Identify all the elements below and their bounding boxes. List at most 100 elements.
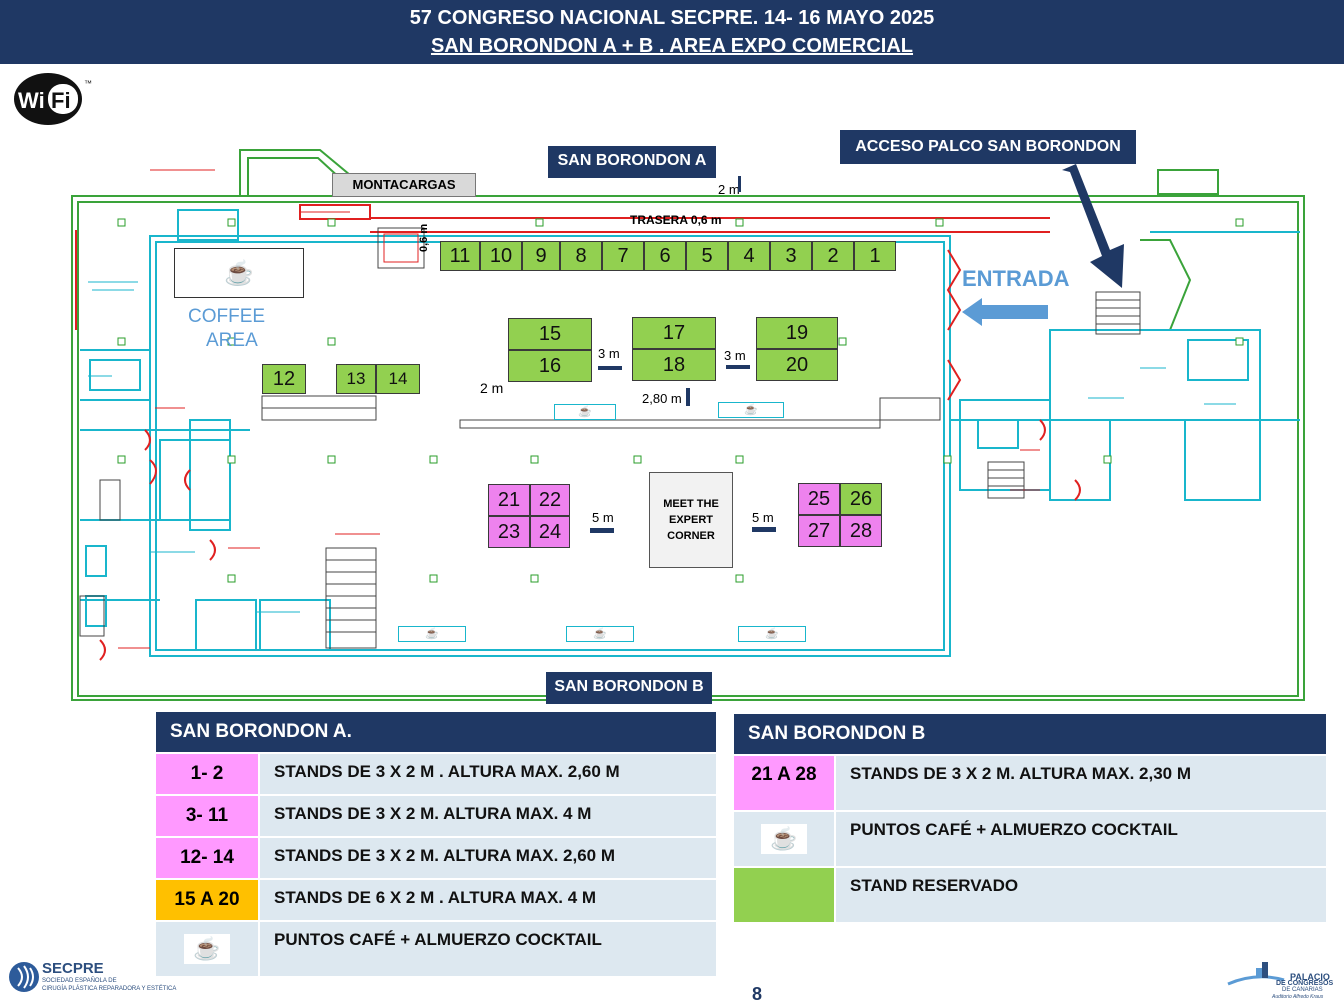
floor-plan bbox=[71, 149, 1305, 701]
dim-marker-280m bbox=[686, 388, 690, 406]
dim-marker-top bbox=[738, 176, 741, 192]
coffee-cup-icon: ☕ bbox=[761, 824, 807, 854]
secpre-emblem-icon bbox=[9, 962, 39, 992]
legend-a-row-1: 1- 2 STANDS DE 3 X 2 M . ALTURA MAX. 2,6… bbox=[156, 754, 716, 794]
legend-a-text-4: STANDS DE 6 X 2 M . ALTURA MAX. 4 M bbox=[258, 880, 716, 920]
secpre-sub2: CIRUGÍA PLÁSTICA REPARADORA Y ESTÉTICA bbox=[42, 986, 177, 992]
dim-5m-a: 5 m bbox=[592, 510, 614, 525]
coffee-cup-icon: ☕ bbox=[184, 934, 230, 964]
coffee-area-box: ☕ bbox=[174, 248, 304, 298]
stand-3[interactable]: 3 bbox=[770, 241, 812, 271]
stand-16[interactable]: 16 bbox=[508, 350, 592, 382]
legend-b-row-3: STAND RESERVADO bbox=[734, 868, 1326, 922]
stand-25[interactable]: 25 bbox=[798, 483, 840, 515]
palacio-line2: DE CONGRESOS bbox=[1276, 980, 1334, 987]
label-area: AREA bbox=[206, 330, 258, 351]
coffee-point-hall-a-2: ☕ bbox=[718, 402, 784, 418]
label-acceso-palco: ACCESO PALCO SAN BORONDON bbox=[840, 130, 1136, 164]
stand-13[interactable]: 13 bbox=[336, 364, 376, 394]
coffee-point-hall-b-1: ☕ bbox=[398, 626, 466, 642]
dim-2m-top: 2 m bbox=[718, 182, 740, 197]
coffee-cup-icon: ☕ bbox=[224, 259, 254, 287]
legend-a-row-4: 15 A 20 STANDS DE 6 X 2 M . ALTURA MAX. … bbox=[156, 880, 716, 920]
legend-a-text-5: PUNTOS CAFÉ + ALMUERZO COCKTAIL bbox=[258, 922, 716, 976]
label-san-borondon-a: SAN BORONDON A bbox=[548, 146, 716, 178]
stand-17[interactable]: 17 bbox=[632, 317, 716, 349]
stand-18[interactable]: 18 bbox=[632, 349, 716, 381]
meet-line2: EXPERT bbox=[668, 514, 713, 526]
dim-3m-b: 3 m bbox=[724, 348, 746, 363]
stand-11[interactable]: 11 bbox=[440, 241, 480, 271]
legend-b-title: SAN BORONDON B bbox=[734, 714, 1326, 754]
legend-a-code-1: 1- 2 bbox=[156, 754, 258, 794]
stand-6[interactable]: 6 bbox=[644, 241, 686, 271]
palacio-line1: PALACIO bbox=[1290, 972, 1330, 982]
stand-19[interactable]: 19 bbox=[756, 317, 838, 349]
secpre-logo: SECPRE SOCIEDAD ESPAÑOLA DE CIRUGÍA PLÁS… bbox=[8, 958, 176, 1004]
legend-b-text-2: PUNTOS CAFÉ + ALMUERZO COCKTAIL bbox=[834, 812, 1326, 866]
label-san-borondon-b: SAN BORONDON B bbox=[546, 672, 712, 704]
stand-24[interactable]: 24 bbox=[530, 516, 570, 548]
stand-22[interactable]: 22 bbox=[530, 484, 570, 516]
label-trasera: TRASERA 0,6 m bbox=[630, 213, 722, 227]
dim-2m-left: 2 m bbox=[480, 380, 504, 396]
dim-3m-a: 3 m bbox=[598, 346, 620, 361]
legend-a-row-5: ☕ PUNTOS CAFÉ + ALMUERZO COCKTAIL bbox=[156, 922, 716, 976]
svg-text:Wi: Wi bbox=[18, 88, 45, 113]
page-number: 8 bbox=[752, 984, 763, 1004]
stand-9[interactable]: 9 bbox=[522, 241, 560, 271]
stand-7[interactable]: 7 bbox=[602, 241, 644, 271]
stand-14[interactable]: 14 bbox=[376, 364, 420, 394]
dim-06m: 0,6 m bbox=[418, 223, 430, 252]
stand-10[interactable]: 10 bbox=[480, 241, 522, 271]
stand-27[interactable]: 27 bbox=[798, 515, 840, 547]
legend-a-cup-cell: ☕ bbox=[156, 922, 258, 976]
dim-280m: 2,80 m bbox=[642, 391, 682, 406]
palacio-emblem-icon bbox=[1227, 962, 1285, 986]
stand-20[interactable]: 20 bbox=[756, 349, 838, 381]
stand-28[interactable]: 28 bbox=[840, 515, 882, 547]
wifi-tm: ™ bbox=[84, 79, 92, 88]
label-montacargas: MONTACARGAS bbox=[332, 173, 476, 197]
meet-line1: MEET THE bbox=[663, 498, 719, 510]
secpre-sub1: SOCIEDAD ESPAÑOLA DE bbox=[42, 978, 117, 984]
legend-a-title: SAN BORONDON A. bbox=[156, 712, 716, 752]
stand-23[interactable]: 23 bbox=[488, 516, 530, 548]
svg-text:Fi: Fi bbox=[51, 88, 71, 113]
legend-a-row-2: 3- 11 STANDS DE 3 X 2 M. ALTURA MAX. 4 M bbox=[156, 796, 716, 836]
legend-b-row-1: 21 A 28 STANDS DE 3 X 2 M. ALTURA MAX. 2… bbox=[734, 756, 1326, 810]
legend-a-text-1: STANDS DE 3 X 2 M . ALTURA MAX. 2,60 M bbox=[258, 754, 716, 794]
coffee-point-hall-a-1: ☕ bbox=[554, 404, 616, 420]
stand-12[interactable]: 12 bbox=[262, 364, 306, 394]
stand-26[interactable]: 26 bbox=[840, 483, 882, 515]
stand-15[interactable]: 15 bbox=[508, 318, 592, 350]
legend-a-text-2: STANDS DE 3 X 2 M. ALTURA MAX. 4 M bbox=[258, 796, 716, 836]
meet-the-expert-corner: MEET THE EXPERT CORNER bbox=[649, 472, 733, 568]
stand-1[interactable]: 1 bbox=[854, 241, 896, 271]
palacio-line3: DE CANARIAS bbox=[1282, 987, 1323, 993]
legend-a-code-4: 15 A 20 bbox=[156, 880, 258, 920]
header-title-line2: SAN BORONDON A + B . AREA EXPO COMERCIAL bbox=[430, 35, 914, 57]
legend-b-cup-cell: ☕ bbox=[734, 812, 834, 866]
legend-b-green-swatch bbox=[734, 868, 834, 922]
legend-b-code-1: 21 A 28 bbox=[734, 756, 834, 810]
legend-a-row-3: 12- 14 STANDS DE 3 X 2 M. ALTURA MAX. 2,… bbox=[156, 838, 716, 878]
stand-21[interactable]: 21 bbox=[488, 484, 530, 516]
legend-b-text-3: STAND RESERVADO bbox=[834, 868, 1326, 922]
legend-a-text-3: STANDS DE 3 X 2 M. ALTURA MAX. 2,60 M bbox=[258, 838, 716, 878]
entrada-arrow-icon bbox=[962, 298, 1048, 326]
header-banner: 57 CONGRESO NACIONAL SECPRE. 14- 16 MAYO… bbox=[0, 0, 1344, 64]
dim-marker-5m-a bbox=[590, 528, 614, 533]
legend-a-code-3: 12- 14 bbox=[156, 838, 258, 878]
stand-4[interactable]: 4 bbox=[728, 241, 770, 271]
stand-5[interactable]: 5 bbox=[686, 241, 728, 271]
legend-b-text-1: STANDS DE 3 X 2 M. ALTURA MAX. 2,30 M bbox=[834, 756, 1326, 810]
palacio-line4: Auditorio Alfredo Kraus bbox=[1272, 994, 1324, 1000]
legend-b-row-2: ☕ PUNTOS CAFÉ + ALMUERZO COCKTAIL bbox=[734, 812, 1326, 866]
coffee-point-hall-b-3: ☕ bbox=[738, 626, 806, 642]
coffee-point-hall-b-2: ☕ bbox=[566, 626, 634, 642]
label-coffee: COFFEE bbox=[188, 306, 266, 327]
stand-2[interactable]: 2 bbox=[812, 241, 854, 271]
secpre-name: SECPRE bbox=[42, 960, 104, 977]
stand-8[interactable]: 8 bbox=[560, 241, 602, 271]
